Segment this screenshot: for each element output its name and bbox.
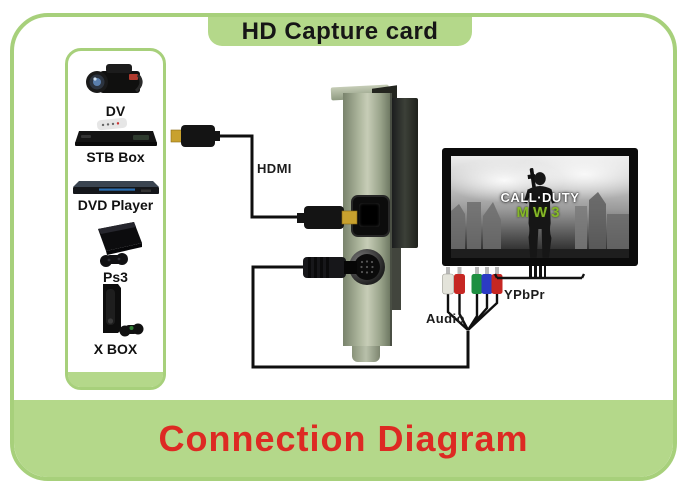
device-panel: DV STB Box DVD <box>65 48 166 390</box>
audio-label: Audio <box>426 311 465 326</box>
device-label-dv: DV <box>105 103 126 119</box>
footer-band: Connection Diagram <box>14 400 673 477</box>
page-title: HD Capture card <box>241 17 439 45</box>
xbox-console-icon <box>102 284 143 337</box>
tv-monitor: CALL·DUTY MW3 <box>442 148 638 266</box>
soldier-silhouette <box>523 168 556 258</box>
hdmi-port <box>351 195 390 237</box>
card-body-back <box>389 98 418 248</box>
device-item-xbox: X BOX <box>68 281 163 357</box>
av-port-pins <box>360 260 374 274</box>
footer-title: Connection Diagram <box>158 417 529 459</box>
device-item-dv: DV <box>68 59 163 119</box>
device-item-dvd: DVD Player <box>68 177 163 213</box>
dvd-player-icon <box>72 181 159 194</box>
tv-screen: CALL·DUTY MW3 <box>451 156 629 258</box>
game-subtitle: MW3 <box>516 203 564 221</box>
device-label-xbox: X BOX <box>93 341 138 357</box>
device-item-ps3: Ps3 <box>68 219 163 285</box>
av-breakout-port <box>349 249 385 285</box>
device-label-stb: STB Box <box>86 149 145 165</box>
bracket-bottom-tab <box>352 346 380 362</box>
set-top-box-icon <box>74 117 157 146</box>
device-item-stb: STB Box <box>68 117 163 165</box>
ps3-console-icon <box>97 222 142 267</box>
game-title: CALL·DUTY <box>500 189 580 205</box>
tv-stand-neck <box>529 266 546 277</box>
device-label-ps3: Ps3 <box>103 269 128 285</box>
game-logo: CALL·DUTY MW3 <box>451 190 629 221</box>
frame-border <box>10 13 677 481</box>
ruined-city-art <box>451 192 629 258</box>
header-tab: HD Capture card <box>208 17 472 46</box>
device-label-dvd: DVD Player <box>77 197 154 213</box>
device-panel-footer <box>68 372 163 387</box>
ypbpr-label: YPbPr <box>504 287 546 302</box>
hdmi-cable-label: HDMI <box>257 161 292 176</box>
camcorder-icon <box>85 64 142 93</box>
